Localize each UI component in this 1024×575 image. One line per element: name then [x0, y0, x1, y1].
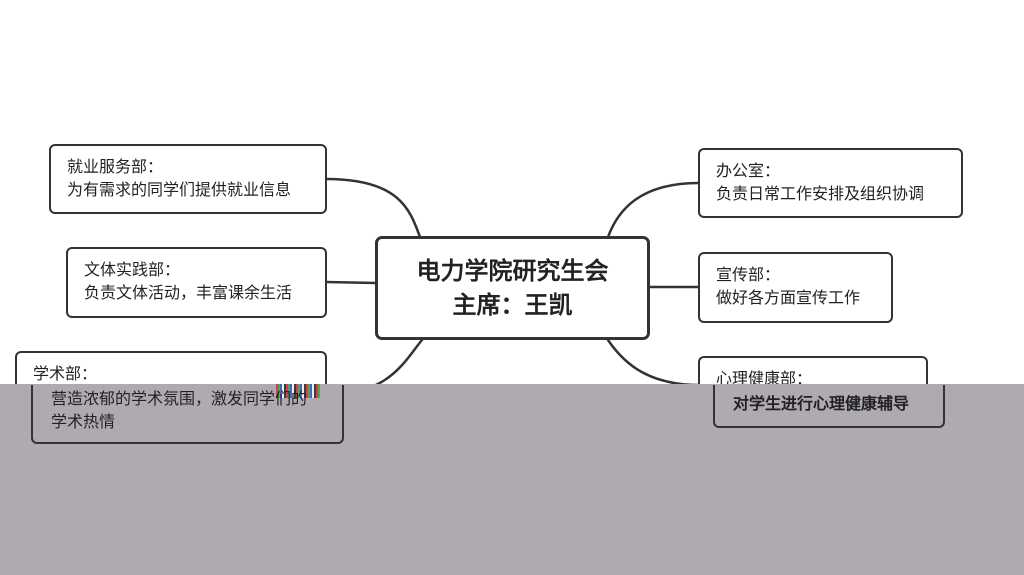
node-publicity[interactable]: 宣传部： 做好各方面宣传工作: [698, 252, 893, 323]
node-academic-overlay[interactable]: 营造浓郁的学术氛围，激发同学们的 学术热情: [31, 385, 344, 444]
link-office: [606, 181, 701, 239]
node-publicity-desc: 做好各方面宣传工作: [716, 288, 861, 307]
node-psych-title: 心理健康部：: [716, 369, 813, 388]
center-subtitle: 主席：王凯: [452, 291, 573, 319]
node-academic-desc2: 学术热情: [51, 412, 116, 431]
link-sports: [324, 280, 378, 285]
link-employment: [324, 177, 422, 239]
node-office[interactable]: 办公室： 负责日常工作安排及组织协调: [698, 148, 963, 218]
node-psych-overlay[interactable]: 对学生进行心理健康辅导: [713, 385, 945, 428]
render-glitch: [276, 384, 320, 398]
center-node[interactable]: 电力学院研究生会 主席：王凯: [375, 236, 650, 340]
node-office-title: 办公室：: [716, 161, 781, 180]
node-sports[interactable]: 文体实践部： 负责文体活动，丰富课余生活: [66, 247, 327, 318]
node-academic-desc: 营造浓郁的学术氛围，激发同学们的: [51, 389, 308, 408]
center-title: 电力学院研究生会: [416, 257, 609, 285]
node-office-desc: 负责日常工作安排及组织协调: [716, 184, 925, 203]
node-sports-desc: 负责文体活动，丰富课余生活: [84, 283, 293, 302]
node-employment[interactable]: 就业服务部： 为有需求的同学们提供就业信息: [49, 144, 327, 214]
node-employment-title: 就业服务部：: [67, 157, 164, 176]
node-sports-title: 文体实践部：: [84, 260, 181, 279]
node-academic-title: 学术部：: [33, 364, 98, 383]
node-employment-desc: 为有需求的同学们提供就业信息: [67, 180, 292, 199]
node-psych-desc: 对学生进行心理健康辅导: [733, 394, 910, 413]
node-publicity-title: 宣传部：: [716, 265, 781, 284]
link-psych: [606, 338, 701, 387]
gray-overlay-band: [0, 384, 1024, 575]
